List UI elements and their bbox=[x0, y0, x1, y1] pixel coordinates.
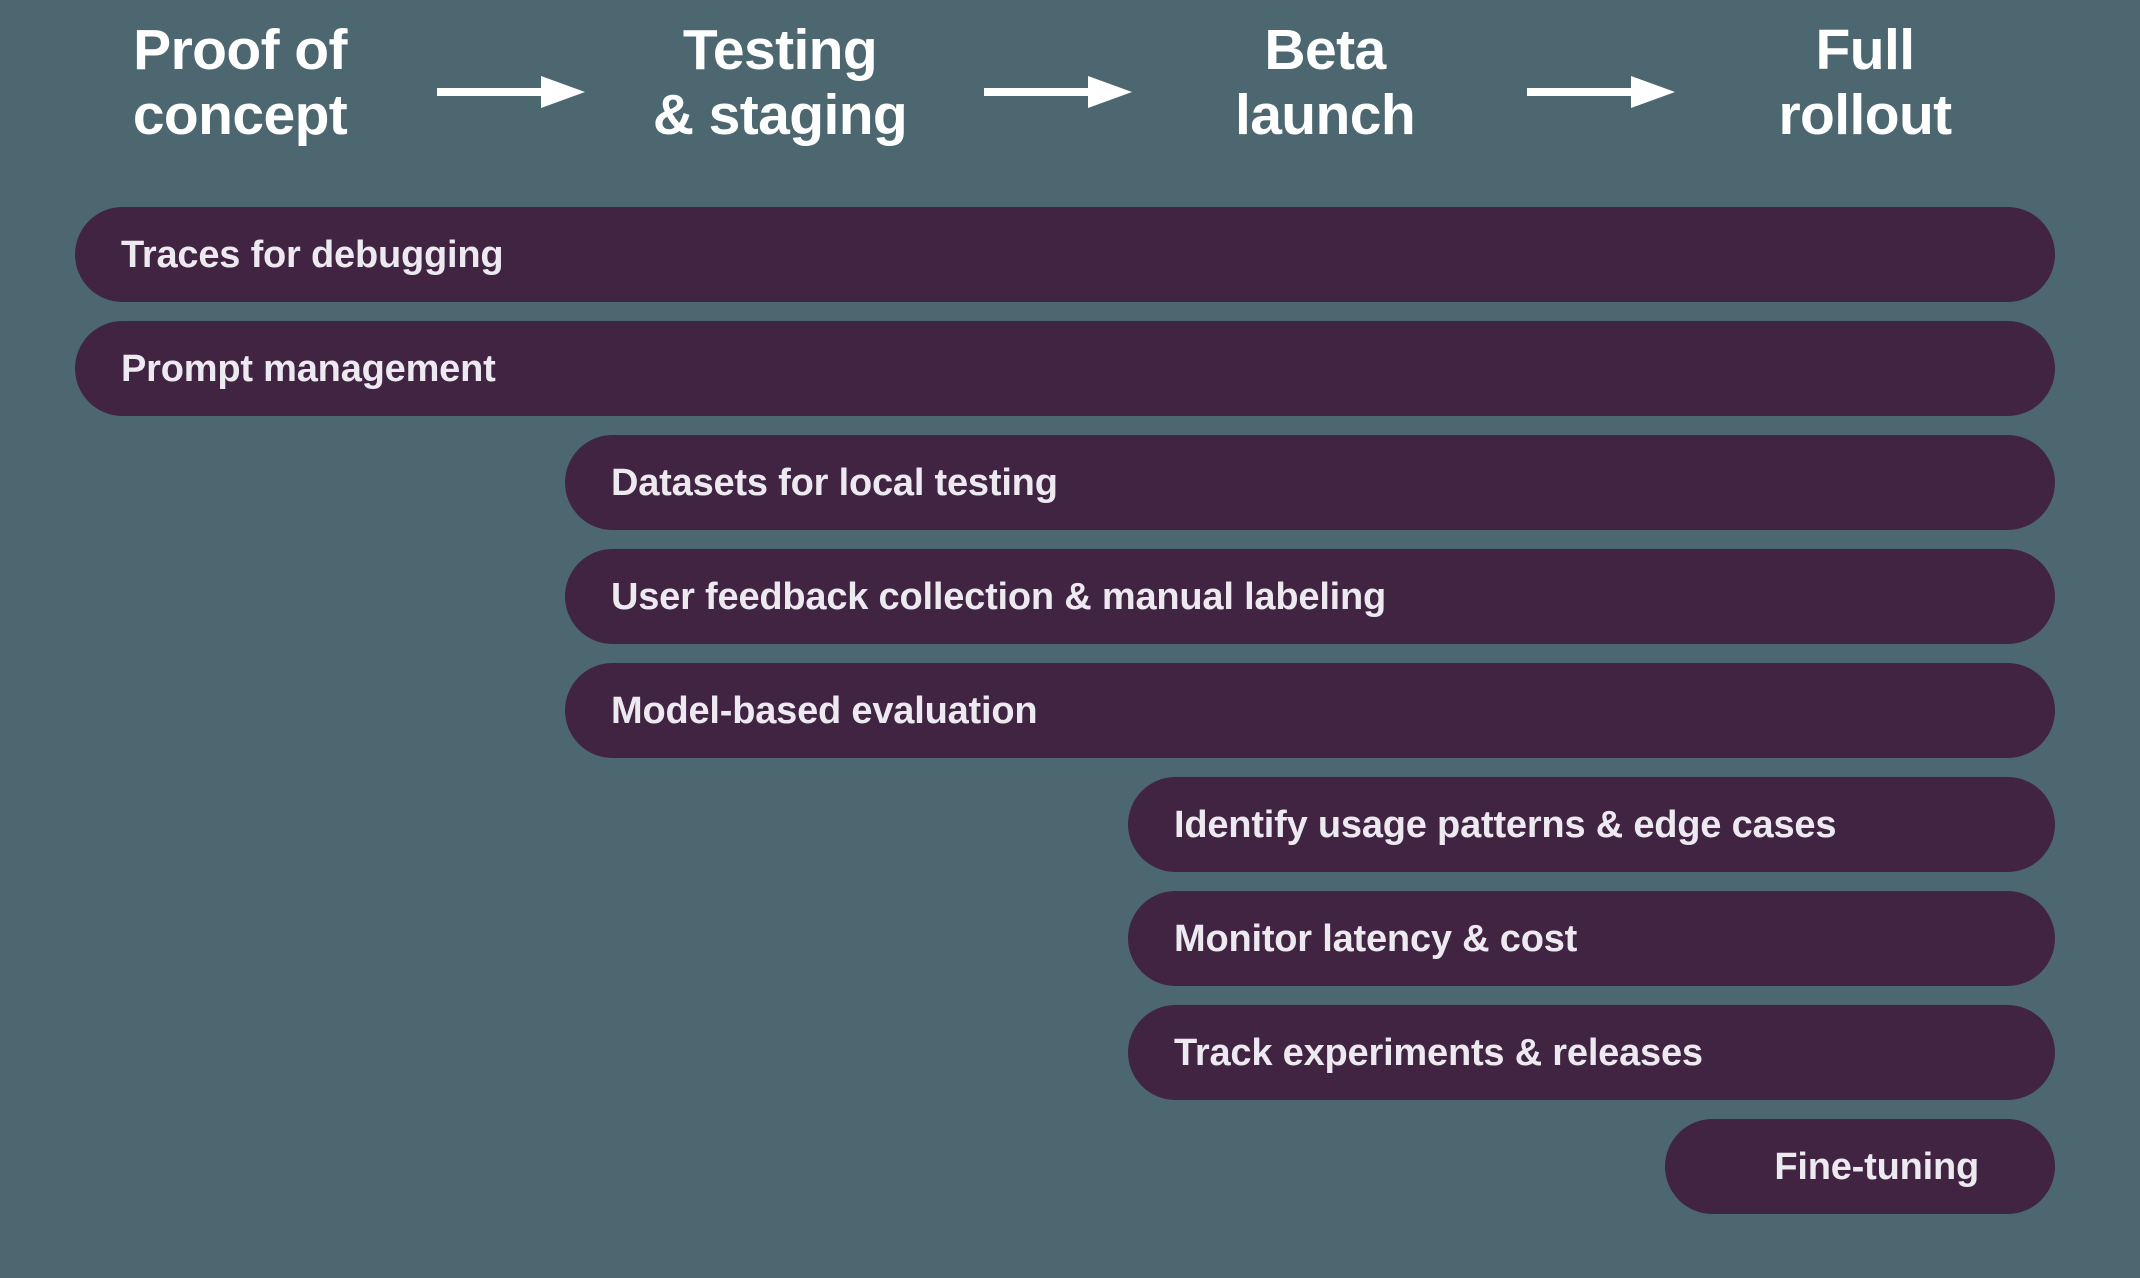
capability-pill-label: Prompt management bbox=[121, 347, 496, 390]
capability-pill[interactable]: User feedback collection & manual labeli… bbox=[565, 549, 2055, 644]
capability-pill-label: Fine-tuning bbox=[1774, 1145, 1979, 1188]
arrow-right-icon bbox=[1527, 74, 1675, 110]
arrow-right-icon bbox=[437, 74, 585, 110]
arrow-right-icon bbox=[984, 74, 1132, 110]
capability-pill-label: Identify usage patterns & edge cases bbox=[1174, 803, 1837, 846]
capability-pill[interactable]: Datasets for local testing bbox=[565, 435, 2055, 530]
capability-pill-label: Traces for debugging bbox=[121, 233, 504, 276]
capability-pill[interactable]: Track experiments & releases bbox=[1128, 1005, 2055, 1100]
capability-pill-label: Monitor latency & cost bbox=[1174, 917, 1578, 960]
capability-pill[interactable]: Traces for debugging bbox=[75, 207, 2055, 302]
phase-label-full-rollout: Full rollout bbox=[1778, 18, 1952, 147]
capability-pill-label: Datasets for local testing bbox=[611, 461, 1058, 504]
capability-pill[interactable]: Prompt management bbox=[75, 321, 2055, 416]
phase-label-testing-and-staging: Testing & staging bbox=[652, 18, 908, 147]
capability-pill[interactable]: Monitor latency & cost bbox=[1128, 891, 2055, 986]
phase-label-beta-launch: Beta launch bbox=[1234, 18, 1416, 147]
capability-pill[interactable]: Model-based evaluation bbox=[565, 663, 2055, 758]
capability-pill[interactable]: Fine-tuning bbox=[1665, 1119, 2055, 1214]
phase-label-proof-of-concept: Proof of concept bbox=[132, 18, 348, 147]
phase-header-row: Proof of concept Testing & staging Beta … bbox=[0, 0, 2140, 185]
capability-pill[interactable]: Identify usage patterns & edge cases bbox=[1128, 777, 2055, 872]
capability-pill-label: Track experiments & releases bbox=[1174, 1031, 1703, 1074]
capability-pill-label: User feedback collection & manual labeli… bbox=[611, 575, 1387, 618]
capability-pill-label: Model-based evaluation bbox=[611, 689, 1038, 732]
